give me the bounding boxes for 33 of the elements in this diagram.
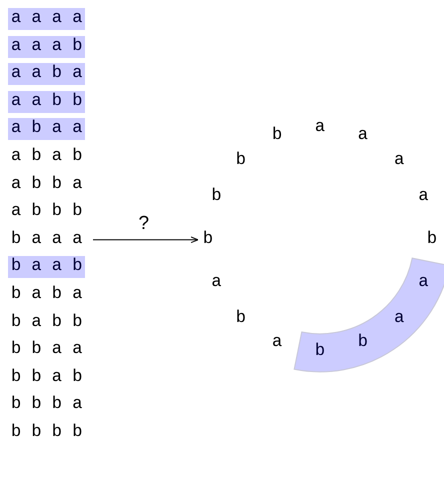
letter: b: [234, 150, 247, 172]
letter: b: [271, 125, 284, 148]
letter: a: [271, 332, 284, 354]
highlighted-word: b a a b: [8, 256, 86, 278]
word: b b b b: [10, 422, 84, 444]
letter: a: [417, 186, 430, 208]
letter: a: [393, 308, 406, 330]
letter: b: [314, 340, 326, 363]
letter: b: [200, 228, 216, 251]
arrow: [92, 236, 198, 244]
letter: a: [210, 272, 223, 294]
letter: a: [356, 125, 369, 148]
letter: b: [426, 228, 438, 251]
highlighted-word: a b a a: [8, 118, 86, 140]
highlighted-word: a a b b: [8, 90, 86, 113]
letter: b: [210, 186, 223, 208]
highlighted-word: a a b a: [8, 63, 86, 86]
word: a b b b: [10, 201, 84, 224]
highlighted-word: a a a a: [8, 8, 86, 30]
letter: a: [417, 272, 430, 294]
highlighted-word: a a a b: [8, 36, 86, 58]
word: b b a a: [10, 339, 84, 362]
word: b a b b: [10, 312, 84, 334]
word: b a a a: [8, 228, 86, 251]
word: a b a b: [10, 146, 84, 168]
word: b a b a: [10, 284, 84, 306]
word: b b b a: [10, 394, 84, 416]
word: b b a b: [10, 366, 84, 389]
letter: a: [314, 116, 326, 139]
letter: a: [393, 150, 406, 172]
letter: b: [356, 332, 369, 354]
word: a b b a: [10, 174, 84, 196]
letter: b: [234, 308, 247, 330]
